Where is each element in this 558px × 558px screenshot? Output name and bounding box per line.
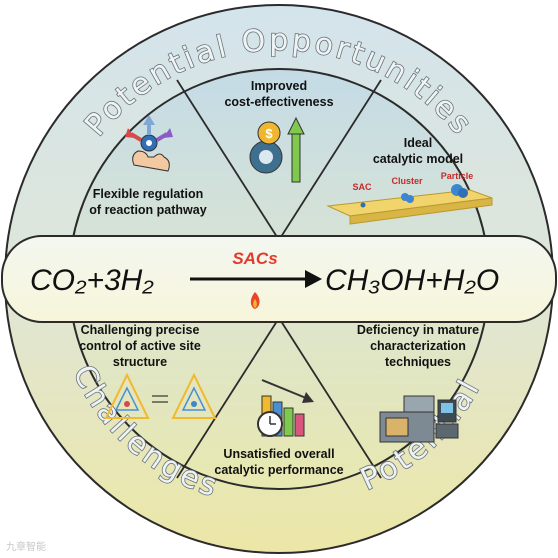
svg-text:$: $ bbox=[265, 126, 273, 141]
ideal-line-1: Ideal bbox=[404, 136, 433, 150]
characterization-line-1: Deficiency in mature bbox=[357, 323, 479, 337]
catalyst-support-icon bbox=[326, 184, 493, 225]
reaction-arrow-head bbox=[305, 270, 322, 288]
characterization-line-2: characterization bbox=[370, 339, 466, 353]
declining-chart-icon bbox=[257, 379, 314, 437]
cost-line-1: Improved bbox=[251, 79, 307, 93]
reactants-text: CO₂+3H₂ bbox=[30, 264, 154, 297]
instrument-icon bbox=[379, 395, 459, 443]
control-line-3: structure bbox=[113, 355, 167, 369]
characterization-line-3: techniques bbox=[385, 355, 451, 369]
growth-arrow-icon bbox=[287, 116, 305, 183]
control-line-1: Challenging precise bbox=[81, 323, 200, 337]
control-line-2: control of active site bbox=[79, 339, 201, 353]
watermark: 九章智能 bbox=[6, 540, 46, 553]
ideal-line-2: catalytic model bbox=[373, 152, 463, 166]
flexible-regulation-icon bbox=[125, 115, 173, 172]
flexible-line-2: of reaction pathway bbox=[89, 203, 206, 217]
model-label-cluster: Cluster bbox=[391, 176, 423, 186]
cost-line-2: cost-effectiveness bbox=[224, 95, 333, 109]
performance-line-1: Unsatisfied overall bbox=[223, 447, 334, 461]
segment-dividers bbox=[176, 79, 382, 479]
performance-line-2: catalytic performance bbox=[214, 463, 343, 477]
flame-icon bbox=[250, 292, 260, 309]
products-text: CH₃OH+H₂O bbox=[325, 264, 499, 297]
lattice-structure-icon bbox=[104, 372, 217, 419]
gear-coin-icon: $ bbox=[249, 121, 283, 174]
model-label-sac: SAC bbox=[352, 182, 372, 192]
catalyst-label: SACs bbox=[232, 249, 277, 268]
model-label-particle: Particle bbox=[441, 171, 474, 181]
flexible-line-1: Flexible regulation bbox=[93, 187, 203, 201]
